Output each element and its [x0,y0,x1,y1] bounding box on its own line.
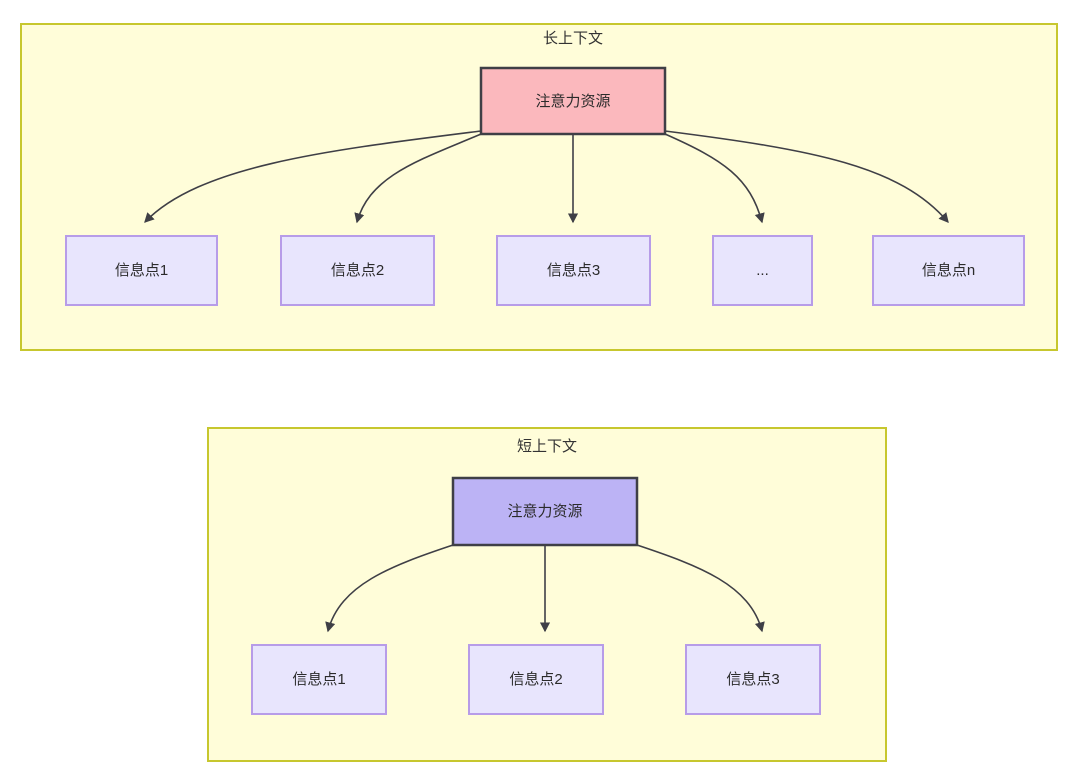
node-info-point-1-short-label: 信息点1 [292,671,345,688]
edges-long-context [144,130,949,224]
node-info-point-3-short[interactable]: 信息点3 [685,644,821,715]
node-info-point-3-long[interactable]: 信息点3 [496,235,651,306]
node-attention-resource-long-box[interactable] [479,66,667,136]
edge-root-to-info-2 [354,133,482,224]
node-info-point-n-long[interactable]: 信息点n [872,235,1025,306]
node-attention-resource-long-label: 注意力资源 [535,92,610,110]
node-info-point-2-short-box[interactable] [468,644,604,715]
node-info-point-1-short-box[interactable] [251,644,387,715]
node-info-point-1-long-label: 信息点1 [115,262,168,279]
edge-root-to-info-n [664,130,949,223]
node-info-point-2-short[interactable]: 信息点2 [468,644,604,715]
panel-short-context: 短上下文 注意力资源 信息点1 信息点2 [207,427,887,762]
node-info-point-3-long-label: 信息点3 [547,262,600,279]
edge-root-to-info-1-short [325,544,454,633]
node-info-point-1-short[interactable]: 信息点1 [251,644,387,715]
node-attention-resource-short[interactable]: 注意力资源 [451,476,639,547]
panel-short-context-title: 短上下文 [517,438,577,455]
node-info-point-3-short-box[interactable] [685,644,821,715]
node-attention-resource-short-box[interactable] [451,476,639,547]
node-info-point-2-long-label: 信息点2 [331,262,384,279]
node-info-point-ellipsis-long[interactable]: ... [712,235,813,306]
edge-root-to-info-3-short [636,544,765,633]
node-info-point-3-long-box[interactable] [496,235,651,306]
panel-long-context-title: 长上下文 [543,30,603,47]
panel-long-context: 长上下文 注意力资源 信息点1 信息点2 [20,23,1058,351]
node-info-point-1-long-box[interactable] [65,235,218,306]
node-info-point-3-short-label: 信息点3 [726,671,779,688]
node-info-point-ellipsis-long-box[interactable] [712,235,813,306]
edges-short-context [325,544,765,633]
node-info-point-1-long[interactable]: 信息点1 [65,235,218,306]
node-info-point-n-long-box[interactable] [872,235,1025,306]
node-info-point-ellipsis-long-label: ... [756,262,769,279]
node-info-point-2-short-label: 信息点2 [509,671,562,688]
node-info-point-2-long[interactable]: 信息点2 [280,235,435,306]
edge-root-to-info-1 [144,130,482,223]
node-attention-resource-long[interactable]: 注意力资源 [479,66,667,136]
node-info-point-n-long-label: 信息点n [922,262,975,279]
edge-root-to-info-ellipsis [664,133,765,224]
node-info-point-2-long-box[interactable] [280,235,435,306]
node-attention-resource-short-label: 注意力资源 [507,502,582,520]
